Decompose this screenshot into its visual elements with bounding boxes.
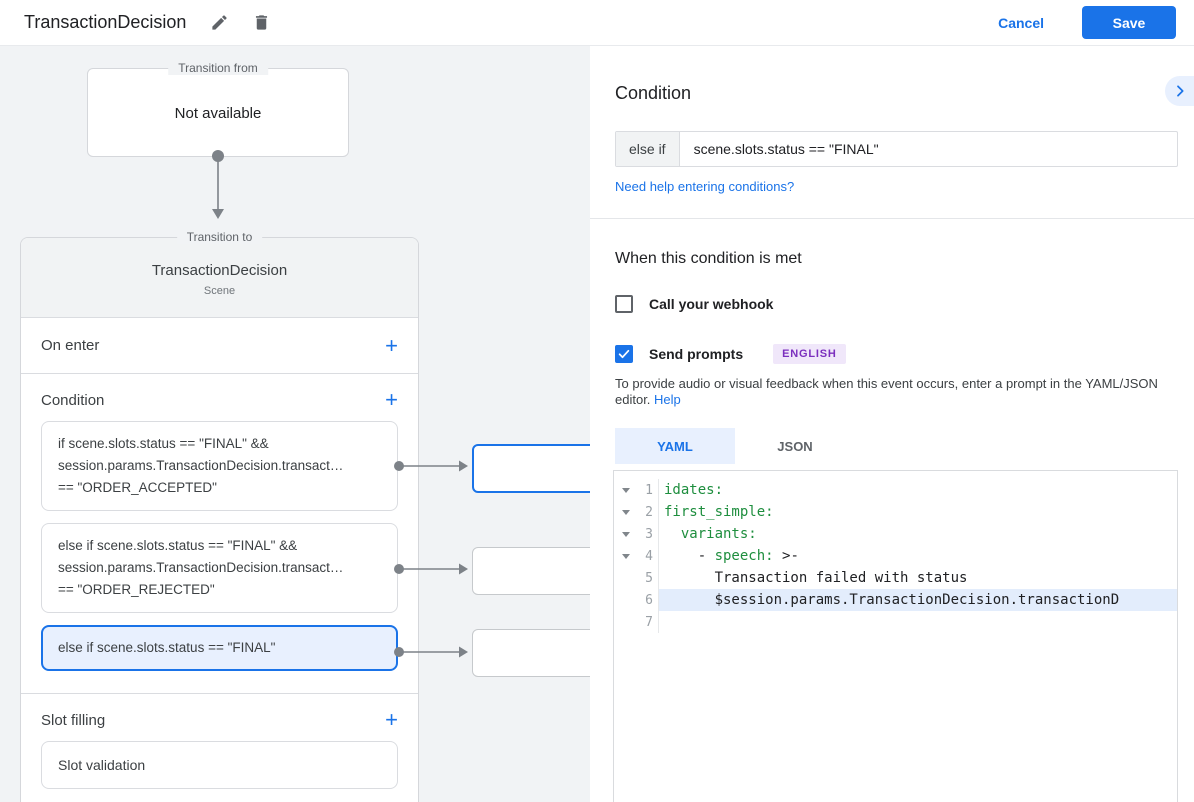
gutter-divider	[658, 589, 659, 611]
gutter-divider	[658, 611, 659, 633]
editor-line[interactable]: 4 - speech: >-	[614, 545, 1177, 567]
transition-from-box[interactable]: Transition from Not available	[87, 61, 349, 157]
add-on-enter-button[interactable]: +	[385, 332, 398, 358]
code-text[interactable]: first_simple:	[664, 504, 774, 520]
flow-canvas: Transition from Not available Transition…	[0, 46, 1194, 802]
editor-line[interactable]: 1 idates:	[614, 479, 1177, 501]
transition-target-box[interactable]	[472, 629, 602, 677]
transition-target-box[interactable]	[472, 547, 602, 595]
code-text[interactable]: variants:	[680, 526, 757, 542]
panel-title: Condition	[615, 83, 692, 103]
tab-yaml[interactable]: YAML	[615, 428, 735, 464]
divider	[590, 218, 1194, 219]
condition-items: if scene.slots.status == "FINAL" &&sessi…	[21, 421, 418, 671]
prompt-description: To provide audio or visual feedback when…	[615, 376, 1180, 408]
divider	[21, 373, 418, 374]
editor-line[interactable]: 2 first_simple:	[614, 501, 1177, 523]
editor-line[interactable]: 6 $session.params.TransactionDecision.tr…	[614, 589, 1177, 611]
transition-to-label: Transition to	[176, 230, 263, 244]
slot-item[interactable]: Slot validation	[41, 741, 398, 789]
scene-card: Transition to TransactionDecision Scene …	[20, 230, 419, 802]
transition-from-label: Transition from	[168, 61, 268, 75]
fold-arrow-icon[interactable]	[614, 553, 638, 559]
tab-json[interactable]: JSON	[777, 438, 813, 454]
editor-line[interactable]: 5 Transaction failed with status	[614, 567, 1177, 589]
line-number: 6	[645, 592, 653, 608]
editor-tabs: YAML JSON	[615, 428, 855, 464]
collapse-panel-button[interactable]	[1165, 76, 1194, 106]
gutter-divider	[658, 523, 659, 545]
topbar: TransactionDecision Cancel Save	[0, 0, 1194, 46]
condition-input-group: else if scene.slots.status == "FINAL"	[615, 131, 1178, 167]
scene-subtitle: Scene	[203, 285, 236, 297]
code-text[interactable]	[659, 611, 1177, 633]
condition-section-head: Condition +	[21, 374, 418, 421]
line-number: 1	[645, 482, 653, 498]
fold-arrow-icon[interactable]	[614, 531, 638, 537]
check-icon	[618, 349, 630, 359]
line-number: 7	[645, 614, 653, 630]
add-condition-button[interactable]: +	[385, 387, 398, 412]
send-prompts-checkbox[interactable]	[615, 345, 633, 363]
condition-input[interactable]: scene.slots.status == "FINAL"	[693, 141, 879, 157]
code-text[interactable]: idates:	[664, 482, 724, 498]
webhook-checkbox[interactable]	[615, 295, 633, 313]
prompt-description-text: To provide audio or visual feedback when…	[615, 376, 1158, 407]
code-text[interactable]: Transaction failed with status	[664, 570, 968, 586]
gutter-divider	[658, 501, 659, 523]
condition-section-label: Condition	[41, 391, 105, 409]
code-text[interactable]: - speech: >-	[664, 548, 799, 564]
slot-filling-label: Slot filling	[41, 711, 106, 729]
on-enter-label: On enter	[41, 337, 100, 354]
line-number: 2	[645, 504, 653, 520]
on-enter-section: On enter +	[21, 318, 418, 373]
chevron-right-icon	[1176, 85, 1184, 97]
condition-item[interactable]: if scene.slots.status == "FINAL" &&sessi…	[41, 421, 398, 511]
when-condition-title: When this condition is met	[615, 250, 802, 267]
line-number: 4	[645, 548, 653, 564]
condition-item[interactable]: else if scene.slots.status == "FINAL" &&…	[41, 523, 398, 613]
save-button[interactable]: Save	[1082, 6, 1176, 39]
add-slot-button[interactable]: +	[385, 707, 398, 732]
transition-target-box-selected[interactable]	[472, 444, 602, 493]
line-number: 3	[645, 526, 653, 542]
condition-detail-panel: Condition else if scene.slots.status == …	[590, 46, 1194, 802]
gutter-divider	[658, 479, 659, 501]
edit-icon[interactable]	[208, 12, 230, 34]
slot-items: Slot validation	[21, 741, 418, 789]
scene-title: TransactionDecision	[151, 262, 288, 279]
fold-arrow-icon[interactable]	[614, 487, 638, 493]
conditions-help-link[interactable]: Need help entering conditions?	[615, 179, 795, 194]
condition-item[interactable]: else if scene.slots.status == "FINAL"	[41, 625, 398, 671]
fold-arrow-icon[interactable]	[614, 509, 638, 515]
scene-card-header[interactable]: TransactionDecision Scene	[21, 238, 418, 318]
gutter-divider	[658, 545, 659, 567]
page-title: TransactionDecision	[24, 12, 187, 32]
cancel-button[interactable]: Cancel	[998, 14, 1044, 31]
editor-line[interactable]: 7	[614, 611, 1177, 633]
line-number: 5	[645, 570, 653, 586]
slot-filling-section-head: Slot filling +	[21, 694, 418, 741]
webhook-label: Call your webhook	[649, 296, 774, 312]
transition-from-value: Not available	[174, 105, 262, 122]
code-text[interactable]: $session.params.TransactionDecision.tran…	[659, 589, 1177, 611]
gutter-divider	[658, 567, 659, 589]
divider	[21, 693, 418, 694]
send-prompts-label: Send prompts	[649, 346, 744, 362]
help-link[interactable]: Help	[654, 392, 681, 407]
editor-line[interactable]: 3 variants:	[614, 523, 1177, 545]
condition-prefix-label: else if	[616, 132, 680, 166]
delete-icon[interactable]	[250, 12, 272, 34]
language-badge: ENGLISH	[773, 344, 846, 364]
